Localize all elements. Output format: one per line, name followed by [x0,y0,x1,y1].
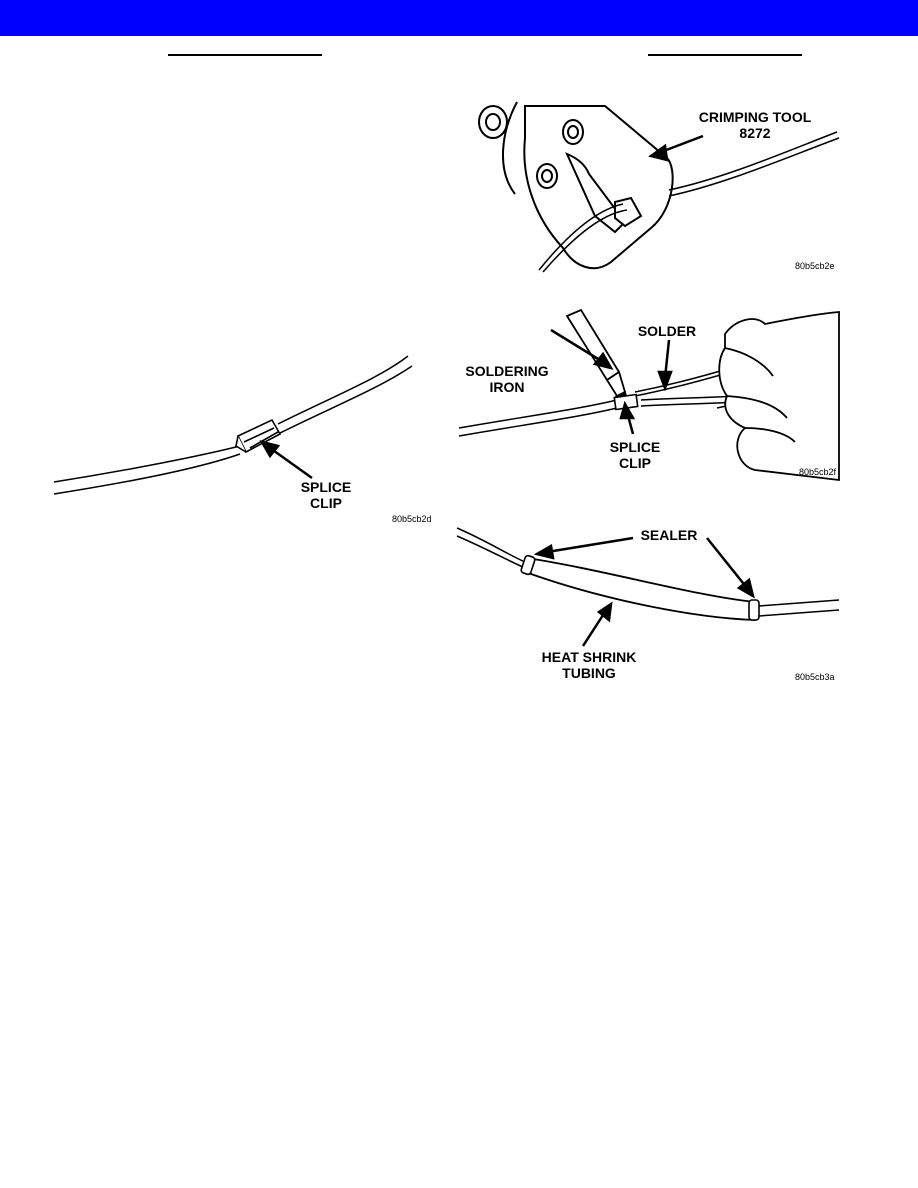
splice-clip-icon [235,418,282,454]
splice-clip-label-line1: SPLICE [610,439,661,455]
crimping-tool-label-line2: 8272 [739,125,770,141]
figure-splice-clip: SPLICE CLIP 80b5cb2d [50,350,432,530]
wire-left-upper [53,445,241,483]
soldering-iron-label-line1: SOLDERING [465,363,548,379]
wire-right [640,395,738,401]
crimping-tool-label-line1: CRIMPING TOOL [699,109,812,125]
header-rule-right [648,54,802,56]
sealer-label: SEALER [641,527,698,543]
wire-right-lower [277,365,413,435]
page-header-bar [0,0,918,36]
header-rule-left [168,54,322,56]
sealer-arrow-right [706,537,748,589]
heat-shrink-tubing-icon [524,556,756,621]
figure-code: 80b5cb2e [795,261,835,271]
heat-shrink-label-line1: HEAT SHRINK [542,649,637,665]
figure-code: 80b5cb3a [795,672,835,682]
wire-right-upper [277,355,409,425]
crimping-tool-icon [478,101,674,270]
figure-crimping-tool: CRIMPING TOOL 8272 80b5cb2e [455,98,840,278]
soldering-iron-label-line2: IRON [490,379,525,395]
splice-clip-label-line1: SPLICE [301,479,352,495]
figure-heat-shrink: SEALER HEAT SHRINK TUBING 80b5cb3a [455,520,840,688]
wire-left-upper [458,399,618,429]
heat-shrink-arrow [581,611,607,647]
soldering-iron-arrow [550,328,604,364]
heat-shrink-label-line2: TUBING [562,665,616,681]
sealer-icon [520,554,760,621]
soldering-iron-icon [565,308,629,402]
splice-clip-label-line2: CLIP [310,495,342,511]
wire-right-upper [758,599,840,607]
wire-out-of-tool [668,131,838,191]
figure-soldering: SOLDERING IRON SOLDER SPLICE CLIP 80b5cb… [455,300,840,482]
hand-icon [718,311,840,482]
solder-label: SOLDER [638,323,696,339]
figure-code: 80b5cb2f [799,467,837,477]
wire-left-lower [53,453,241,495]
wire-left-upper [456,527,526,563]
wire-into-tool [538,203,624,271]
splice-clip-label-line2: CLIP [619,455,651,471]
splice-clip-arrow [259,440,313,480]
sealer-arrow-left [546,536,634,554]
crimping-tool-arrow [648,134,704,162]
figure-code: 80b5cb2d [392,514,432,524]
